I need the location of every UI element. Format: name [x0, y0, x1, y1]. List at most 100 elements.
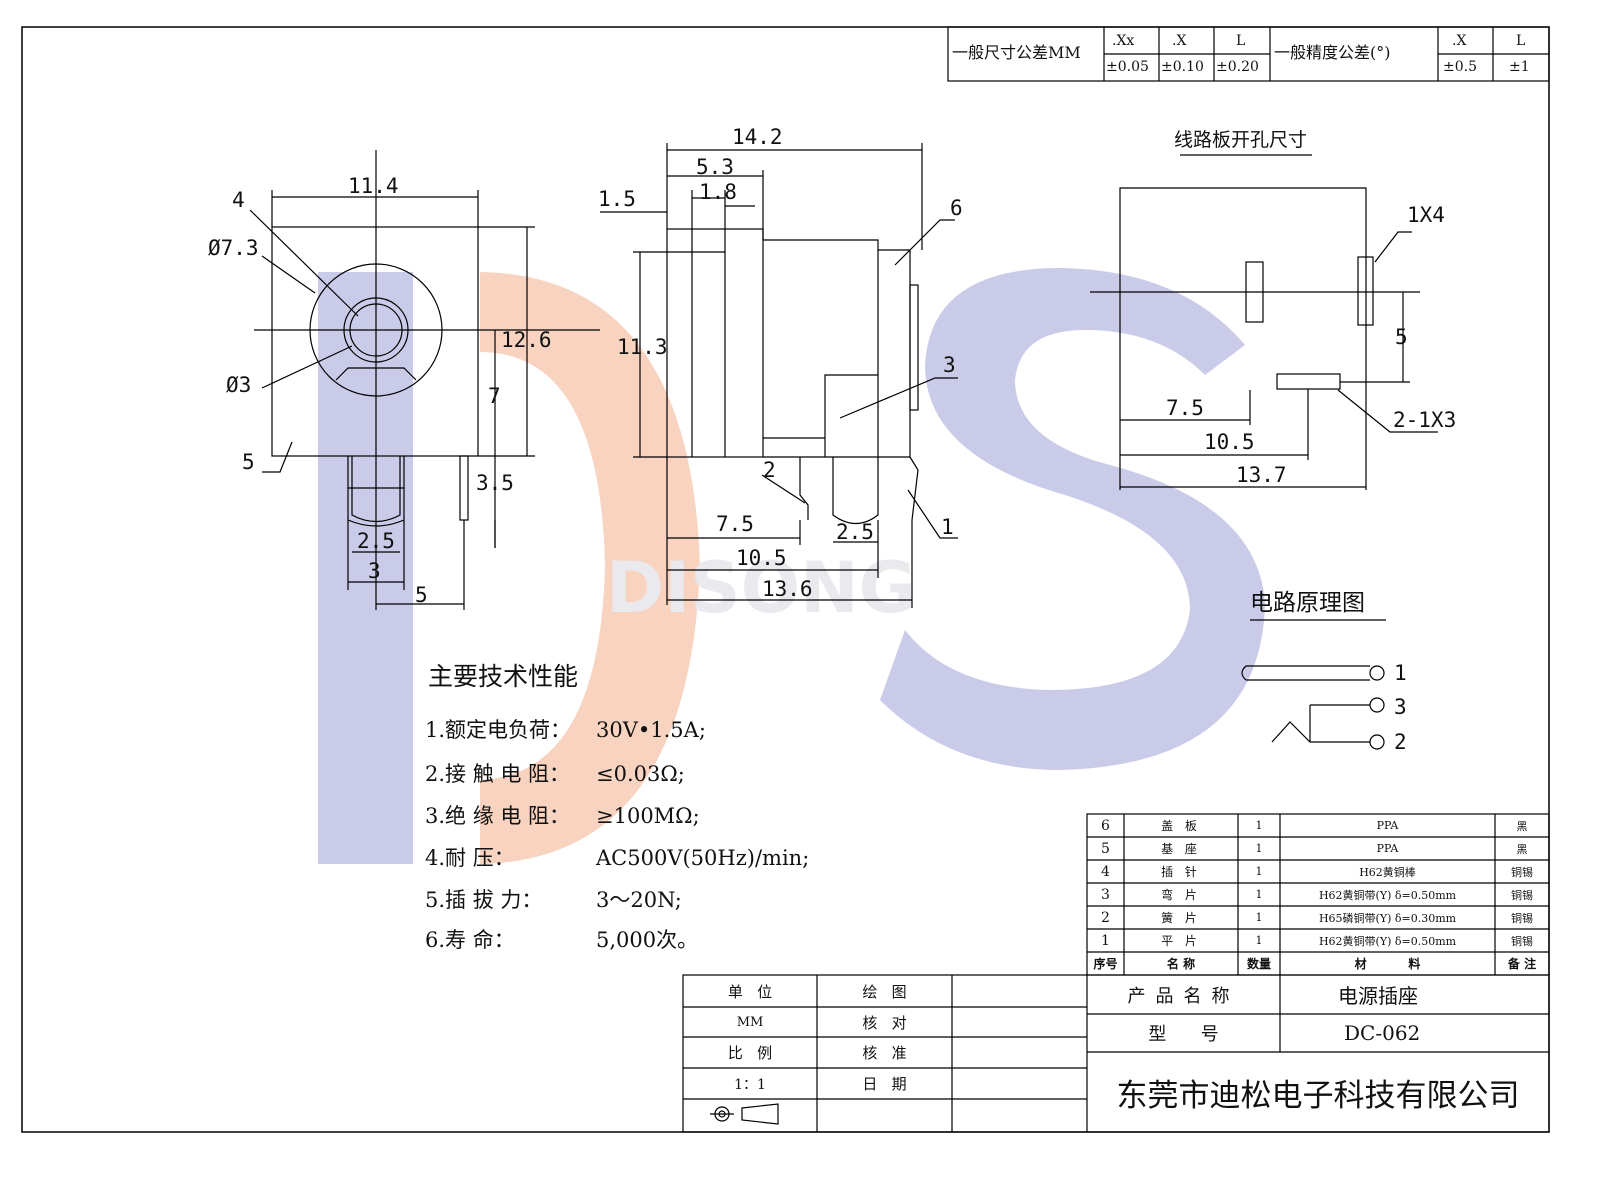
- spec-6-label: 6.寿 命：: [425, 928, 515, 952]
- bom-4-finish: 铜锡: [1511, 865, 1533, 879]
- bom-1-finish: 铜锡: [1511, 934, 1533, 948]
- watermark-text: DISONG: [606, 547, 916, 629]
- bom-6-name: 盖 板: [1161, 819, 1201, 833]
- dim-total-length: 14.2: [732, 125, 783, 149]
- bom-4-material: H62黄铜棒: [1359, 865, 1416, 879]
- bom-header-name: 名 称: [1166, 957, 1196, 971]
- ang-h-l: L: [1516, 33, 1526, 49]
- bom-4-qty: 1: [1255, 865, 1263, 878]
- dim-front-depth: 5.3: [696, 155, 734, 179]
- bom-header-finish: 备 注: [1507, 957, 1537, 971]
- tol-h-l: L: [1236, 33, 1246, 49]
- tolerance-table: [947, 26, 1550, 82]
- bom-1-qty: 1: [1255, 934, 1263, 947]
- bom-5-no: 5: [1101, 840, 1110, 857]
- dim-side-pin: 2.5: [836, 520, 874, 544]
- bom-4-no: 4: [1101, 863, 1110, 880]
- bom-5-name: 基 座: [1161, 842, 1201, 856]
- model-label: 型 号: [1148, 1024, 1219, 1045]
- watermark-logo: DISONG: [318, 268, 1265, 864]
- slot-2: [1357, 256, 1374, 326]
- bom-header-qty: 数量: [1246, 957, 1271, 971]
- bom-1-name: 平 片: [1161, 934, 1201, 948]
- ang-h-x: .X: [1452, 33, 1467, 49]
- spec-6-value: 5,000次。: [596, 928, 699, 952]
- dim-pin-width: 2.5: [357, 529, 395, 553]
- dim-pcb-7-5: 7.5: [1166, 396, 1204, 420]
- bom-5-finish: 黑: [1516, 842, 1528, 856]
- callout-4: 4: [232, 188, 245, 212]
- dim-front-height: 12.6: [501, 328, 552, 352]
- ang-v-l: ±1: [1509, 59, 1530, 75]
- front-body: [271, 226, 479, 457]
- side-front-flange: [666, 228, 764, 458]
- dim-1-5: 1.5: [598, 187, 636, 211]
- size-tolerance-label: 一般尺寸公差MM: [952, 43, 1081, 62]
- spec-3-value: ≥100MΩ;: [596, 804, 700, 828]
- check-label: 核 对: [862, 1013, 907, 1032]
- tol-v-xx: ±0.05: [1106, 59, 1149, 75]
- bom-3-material: H62黄铜带(Y) δ=0.50mm: [1318, 888, 1457, 902]
- bom-header-material: 材 料: [1354, 957, 1421, 971]
- approve-label: 核 准: [862, 1044, 907, 1062]
- pcb-hole-layout: [1090, 154, 1438, 490]
- dim-pin-offset: 5: [415, 583, 428, 607]
- callout-1: 1: [941, 515, 954, 539]
- bom-1-no: 1: [1101, 932, 1110, 949]
- dim-side-13-6: 13.6: [762, 577, 813, 601]
- bom-2-no: 2: [1101, 909, 1110, 926]
- spec-3-label: 3.绝 缘 电 阻：: [425, 804, 571, 828]
- bom-5-qty: 1: [1255, 842, 1263, 855]
- dim-slot-top: 1X4: [1407, 203, 1445, 227]
- bom-2-name: 簧 片: [1161, 911, 1201, 925]
- slot-3: [1276, 373, 1341, 390]
- title-block-grid: [682, 974, 1550, 1133]
- tol-h-x: .X: [1172, 33, 1187, 49]
- spec-1-value: 30V•1.5A;: [596, 718, 706, 742]
- bom-6-material: PPA: [1376, 819, 1399, 832]
- dim-outer-dia: Ø7.3: [208, 236, 259, 260]
- callout-3: 3: [943, 353, 956, 377]
- model-number: DC-062: [1344, 1021, 1421, 1045]
- dim-front-width: 11.4: [348, 174, 399, 198]
- spec-5-value: 3～20N;: [596, 888, 682, 912]
- callout-2: 2: [763, 458, 776, 482]
- company-name: 东莞市迪松电子科技有限公司: [1116, 1077, 1520, 1114]
- spec-2-label: 2.接 触 电 阻：: [425, 762, 571, 786]
- dim-inner-dia: Ø3: [226, 373, 252, 397]
- dim-pin-span: 3: [368, 559, 381, 583]
- bom-5-material: PPA: [1376, 842, 1399, 855]
- circuit-title: 电路原理图: [1250, 590, 1365, 616]
- circuit-pin-2: 2: [1394, 730, 1407, 754]
- dim-slot-bottom: 2-1X3: [1393, 408, 1457, 432]
- bom-6-finish: 黑: [1516, 819, 1528, 833]
- bom-4-name: 插 针: [1161, 865, 1201, 879]
- dim-side-10-5: 10.5: [736, 546, 787, 570]
- bom-3-no: 3: [1101, 886, 1110, 903]
- front-view: [249, 150, 600, 610]
- date-label: 日 期: [862, 1075, 907, 1093]
- circuit-diagram: [1241, 619, 1386, 750]
- spec-1-label: 1.额定电负荷：: [425, 718, 572, 742]
- scale-label: 比 例: [727, 1044, 773, 1062]
- circuit-pin-3: 3: [1394, 695, 1407, 719]
- pcb-title: 线路板开孔尺寸: [1174, 129, 1308, 151]
- bom-3-name: 弯 片: [1161, 888, 1201, 902]
- bom-2-finish: 铜锡: [1511, 911, 1533, 925]
- angle-tolerance-label: 一般精度公差(°): [1274, 43, 1391, 62]
- draw-label: 绘 图: [862, 982, 907, 1001]
- ang-v-x: ±0.5: [1443, 59, 1477, 75]
- bom-1-material: H62黄铜带(Y) δ=0.50mm: [1318, 934, 1457, 948]
- dim-pin-length: 3.5: [476, 471, 514, 495]
- bom-3-finish: 铜锡: [1511, 888, 1533, 902]
- specs-title: 主要技术性能: [428, 662, 579, 691]
- tol-v-x: ±0.10: [1161, 59, 1204, 75]
- product-name: 电源插座: [1338, 984, 1418, 1008]
- circuit-pin-1: 1: [1394, 661, 1407, 685]
- dim-pcb-13-7: 13.7: [1236, 463, 1287, 487]
- scale-value: 1：1: [734, 1076, 766, 1093]
- bom-6-qty: 1: [1255, 819, 1263, 832]
- callout-6: 6: [950, 196, 963, 220]
- spec-2-value: ≤0.03Ω;: [596, 762, 685, 786]
